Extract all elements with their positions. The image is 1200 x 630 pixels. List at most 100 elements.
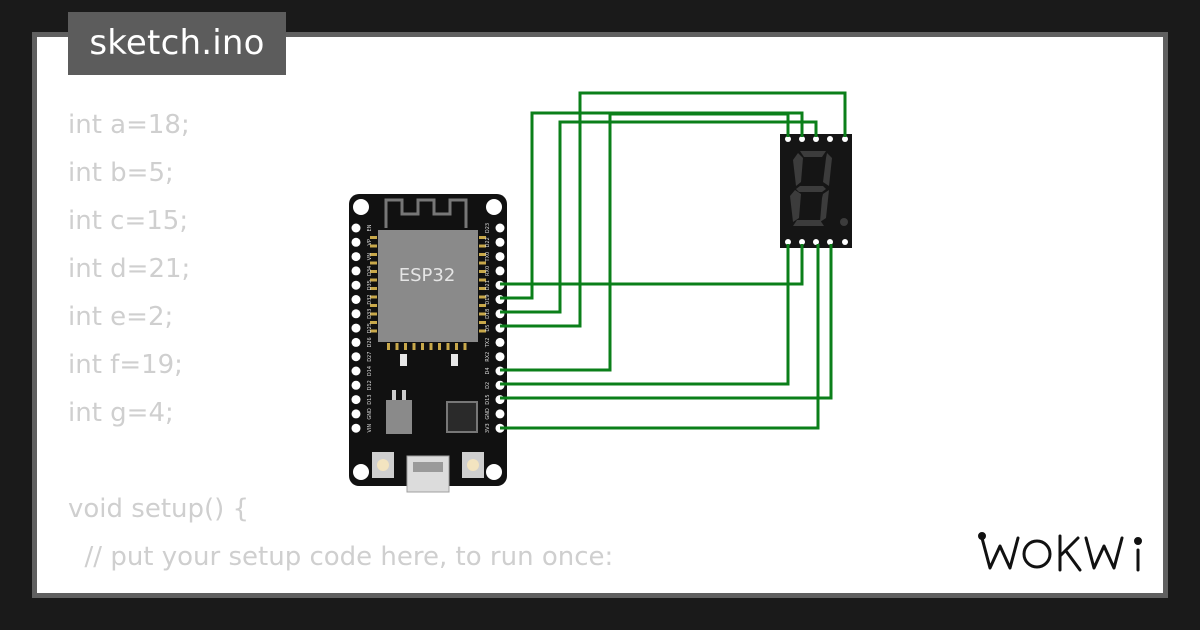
display-pin[interactable] xyxy=(785,239,791,245)
header-pin[interactable] xyxy=(351,323,361,333)
display-pin[interactable] xyxy=(785,136,791,142)
header-pin[interactable] xyxy=(495,409,505,419)
code-line: int e=2; xyxy=(68,302,174,332)
seven-segment-display[interactable] xyxy=(780,134,852,248)
pin-label: D4 xyxy=(485,367,491,374)
wire[interactable] xyxy=(500,111,804,300)
pin-label: GND xyxy=(485,408,491,420)
pin-label: 3V3 xyxy=(485,423,491,433)
usb-port xyxy=(406,455,450,493)
resistor-smd xyxy=(451,354,458,366)
header-pin[interactable] xyxy=(495,337,505,347)
code-line: // put your setup code here, to run once… xyxy=(68,542,614,572)
pin-label: RX2 xyxy=(485,352,491,362)
header-pin[interactable] xyxy=(495,395,505,405)
header-pin[interactable] xyxy=(495,252,505,262)
wire[interactable] xyxy=(500,91,847,328)
display-pin[interactable] xyxy=(827,239,833,245)
pin-label: TX0 xyxy=(485,252,491,263)
header-pin[interactable] xyxy=(351,409,361,419)
esp32-label: ESP32 xyxy=(399,265,456,286)
header-pin[interactable] xyxy=(351,252,361,262)
pin-label: D35 xyxy=(367,280,373,290)
code-line: int f=19; xyxy=(68,350,183,380)
display-pins xyxy=(785,136,848,245)
pin-label: D33 xyxy=(367,309,373,319)
code-line: int d=21; xyxy=(68,254,191,284)
code-line: int c=15; xyxy=(68,206,189,236)
header-pin[interactable] xyxy=(495,266,505,276)
pin-label: GND xyxy=(367,408,373,420)
header-pin[interactable] xyxy=(351,395,361,405)
pin-label: D23 xyxy=(485,223,491,233)
wokwi-logo xyxy=(978,532,1142,572)
pin-label: VP xyxy=(367,239,373,245)
pin-label: D13 xyxy=(367,394,373,404)
code-line: int a=18; xyxy=(68,110,190,140)
display-pin[interactable] xyxy=(799,239,805,245)
esp32-module-chip xyxy=(378,230,478,342)
wire[interactable] xyxy=(500,244,820,430)
code-line: void setup() { xyxy=(68,494,250,524)
pin-label: D19 xyxy=(485,294,491,304)
pin-label: D26 xyxy=(367,337,373,347)
wire[interactable] xyxy=(500,244,804,286)
pin-label: D18 xyxy=(485,309,491,319)
pin-label: D2 xyxy=(485,382,491,389)
en-button[interactable] xyxy=(372,452,394,478)
pin-label: D32 xyxy=(367,294,373,304)
header-pin[interactable] xyxy=(495,352,505,362)
pin-label: D22 xyxy=(485,237,491,247)
code-line: int b=5; xyxy=(68,158,174,188)
pin-label: D14 xyxy=(367,366,373,376)
antenna-trace xyxy=(384,198,468,228)
code-listing: int a=18; int b=5; int c=15; int d=21; int e… xyxy=(68,101,613,593)
pin-label: D15 xyxy=(485,394,491,404)
header-pin[interactable] xyxy=(351,337,361,347)
header-pin[interactable] xyxy=(351,309,361,319)
led-smd xyxy=(400,354,407,366)
pin-label: D21 xyxy=(485,280,491,290)
boot-button[interactable] xyxy=(462,452,484,478)
header-pin[interactable] xyxy=(351,423,361,433)
voltage-regulator xyxy=(386,400,412,434)
preview-card: int a=18; int b=5; int c=15; int d=21; int e… xyxy=(37,37,1163,593)
jumper-wires xyxy=(500,91,847,430)
module-pads xyxy=(370,236,486,350)
display-pin[interactable] xyxy=(813,136,819,142)
pin-label: EN xyxy=(367,224,373,231)
segments xyxy=(790,151,848,226)
header-pin[interactable] xyxy=(351,237,361,247)
header-pin[interactable] xyxy=(351,280,361,290)
header-pin[interactable] xyxy=(495,223,505,233)
header-pin[interactable] xyxy=(351,266,361,276)
pin-label: D5 xyxy=(485,325,491,332)
wire[interactable] xyxy=(500,244,833,400)
esp32-board[interactable]: ESP32 ENVPVND34D35D32D33D25D26D27D14D12D… xyxy=(349,194,507,493)
header-pin[interactable] xyxy=(351,352,361,362)
wire[interactable] xyxy=(500,112,790,372)
pin-label: VN xyxy=(367,253,373,260)
code-line: int g=4; xyxy=(68,398,174,428)
header-pin[interactable] xyxy=(351,223,361,233)
header-pin[interactable] xyxy=(351,295,361,304)
pin-label: D25 xyxy=(367,323,373,333)
display-pin[interactable] xyxy=(813,239,819,245)
left-pin-header: ENVPVND34D35D32D33D25D26D27D14D12D13GNDV… xyxy=(351,223,373,433)
pin-label: TX2 xyxy=(485,338,491,349)
wire[interactable] xyxy=(500,244,790,386)
wire[interactable] xyxy=(500,120,818,314)
header-pin[interactable] xyxy=(351,366,361,376)
display-pin[interactable] xyxy=(827,136,833,142)
header-pin[interactable] xyxy=(351,380,361,390)
display-pin[interactable] xyxy=(842,136,848,142)
sketch-file-tab[interactable]: sketch.ino xyxy=(68,12,286,75)
pin-label: D12 xyxy=(367,380,373,390)
code-line: Serial.begin(115200); xyxy=(68,581,613,593)
display-pin[interactable] xyxy=(842,239,848,245)
usb-uart-chip xyxy=(446,401,478,433)
display-pin[interactable] xyxy=(799,136,805,142)
header-pin[interactable] xyxy=(495,237,505,247)
pin-label: D34 xyxy=(367,266,373,276)
